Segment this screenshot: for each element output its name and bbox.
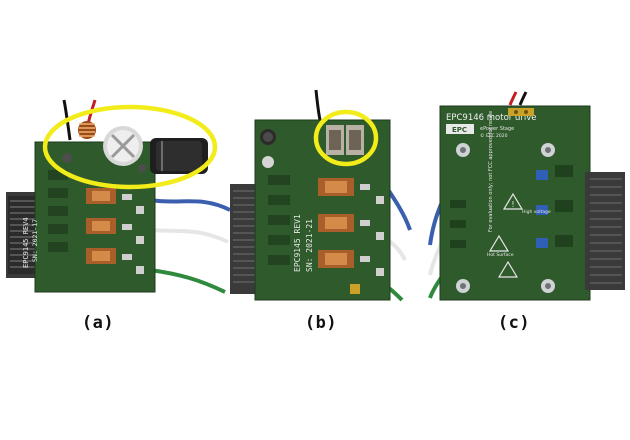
board-c-warn-1: High voltage bbox=[522, 209, 551, 215]
pcb-b bbox=[255, 120, 390, 300]
warning-triangles-c: ! bbox=[488, 192, 524, 278]
wire-white-a bbox=[149, 228, 229, 244]
board-c-brand: ePower Stage bbox=[480, 126, 514, 132]
wire-green-a bbox=[149, 268, 226, 294]
board-c-title: EPC9146 motor drive bbox=[446, 113, 537, 123]
inductor-coil-a bbox=[78, 121, 96, 139]
highlight-ellipse-a bbox=[42, 104, 218, 190]
board-b: EPC9145 REV1 SN: 2021-21 bbox=[230, 89, 412, 302]
board-c: ! EPC9146 motor drive EPC ePower Stage ©… bbox=[428, 91, 625, 301]
board-a-label-2: SN: 2021-17 bbox=[31, 219, 39, 262]
board-b-label-2: SN: 2021-21 bbox=[305, 219, 314, 272]
wire-black-c bbox=[518, 91, 528, 106]
inductors-a bbox=[86, 188, 116, 264]
board-b-label-1: EPC9145 REV1 bbox=[293, 214, 302, 272]
caption-a: (a) bbox=[81, 313, 115, 333]
inductors-b bbox=[318, 178, 354, 268]
epc-logo-text: EPC bbox=[452, 126, 467, 134]
wire-red-c bbox=[508, 91, 518, 106]
board-a-label-1: EPC9145 REV4 bbox=[22, 217, 30, 268]
mounting-holes-c bbox=[456, 143, 555, 293]
caption-b: (b) bbox=[304, 313, 338, 333]
board-c-notice: For evaluation only; not FCC approved fo… bbox=[488, 111, 494, 232]
epc-logo-c bbox=[446, 124, 474, 134]
wire-blue-a bbox=[149, 198, 231, 212]
capacitor-bank-b bbox=[326, 125, 364, 155]
board-c-copyright: © EPC 2020 bbox=[480, 132, 508, 139]
blue-components-c bbox=[536, 170, 548, 248]
svg-text:!: ! bbox=[511, 200, 514, 209]
board-c-warn-2: Hot Surface bbox=[487, 252, 514, 258]
caption-c: (c) bbox=[497, 313, 531, 333]
connector-c bbox=[585, 172, 625, 290]
board-a: EPC9145 REV4 SN: 2021-17 bbox=[6, 99, 231, 294]
highlight-ellipse-b bbox=[313, 109, 379, 167]
wire-black-b bbox=[314, 89, 322, 121]
